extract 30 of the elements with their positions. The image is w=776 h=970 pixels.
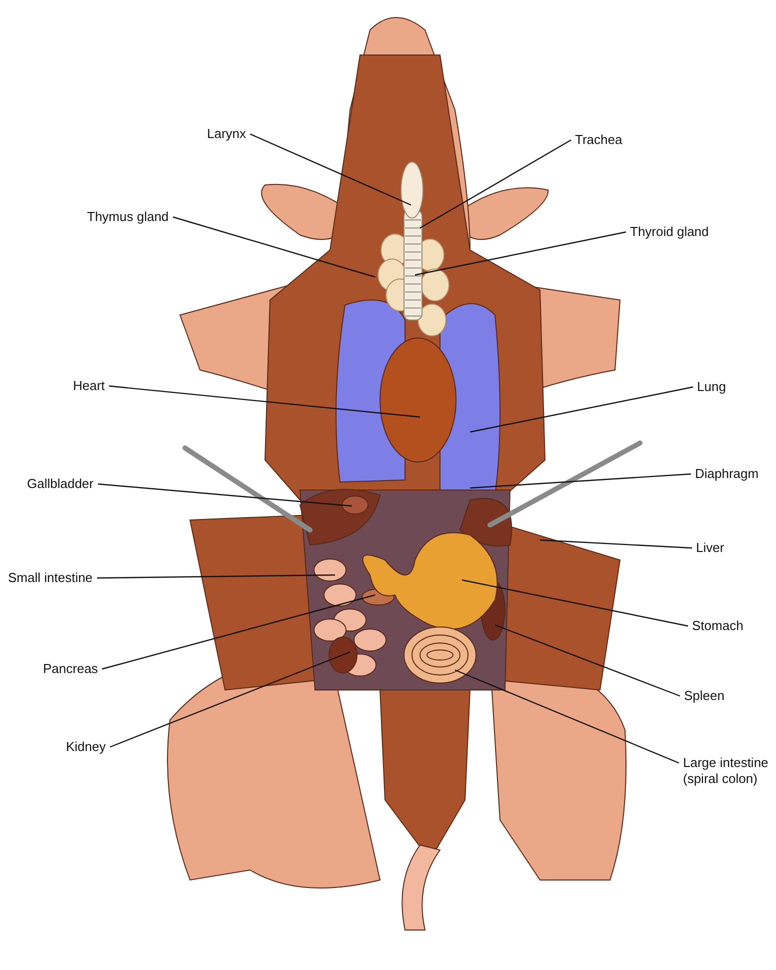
- leader-line: [470, 473, 692, 489]
- organ-label: Stomach: [692, 618, 744, 634]
- leader-line: [494, 624, 680, 697]
- leader-line: [454, 669, 680, 764]
- leader-line: [250, 133, 412, 206]
- leader-line: [98, 483, 352, 507]
- organ-label: Spleen: [684, 688, 724, 704]
- organ-label: Large intestine (spiral colon): [683, 755, 776, 787]
- leader-line: [110, 651, 350, 748]
- leader-line: [172, 216, 376, 278]
- organ-label: Gallbladder: [27, 476, 94, 492]
- leader-line: [108, 385, 420, 418]
- leader-line: [462, 579, 688, 627]
- organ-label: Trachea: [575, 132, 622, 148]
- leader-line: [470, 386, 694, 433]
- organ-label: Thymus gland: [87, 209, 169, 225]
- organ-label: Larynx: [207, 126, 246, 142]
- leader-line: [97, 574, 335, 579]
- organ-label: Pancreas: [43, 661, 98, 677]
- organ-label: Thyroid gland: [630, 224, 709, 240]
- organ-label: Kidney: [66, 739, 106, 755]
- leader-line: [540, 539, 692, 549]
- organ-label: Diaphragm: [695, 466, 759, 482]
- organ-label: Heart: [73, 378, 105, 394]
- organ-label: Lung: [697, 379, 726, 395]
- organ-label: Liver: [696, 540, 724, 556]
- organ-label: Small intestine: [8, 570, 93, 586]
- leader-line: [420, 139, 572, 229]
- leader-line: [102, 594, 376, 670]
- leader-line: [414, 231, 626, 276]
